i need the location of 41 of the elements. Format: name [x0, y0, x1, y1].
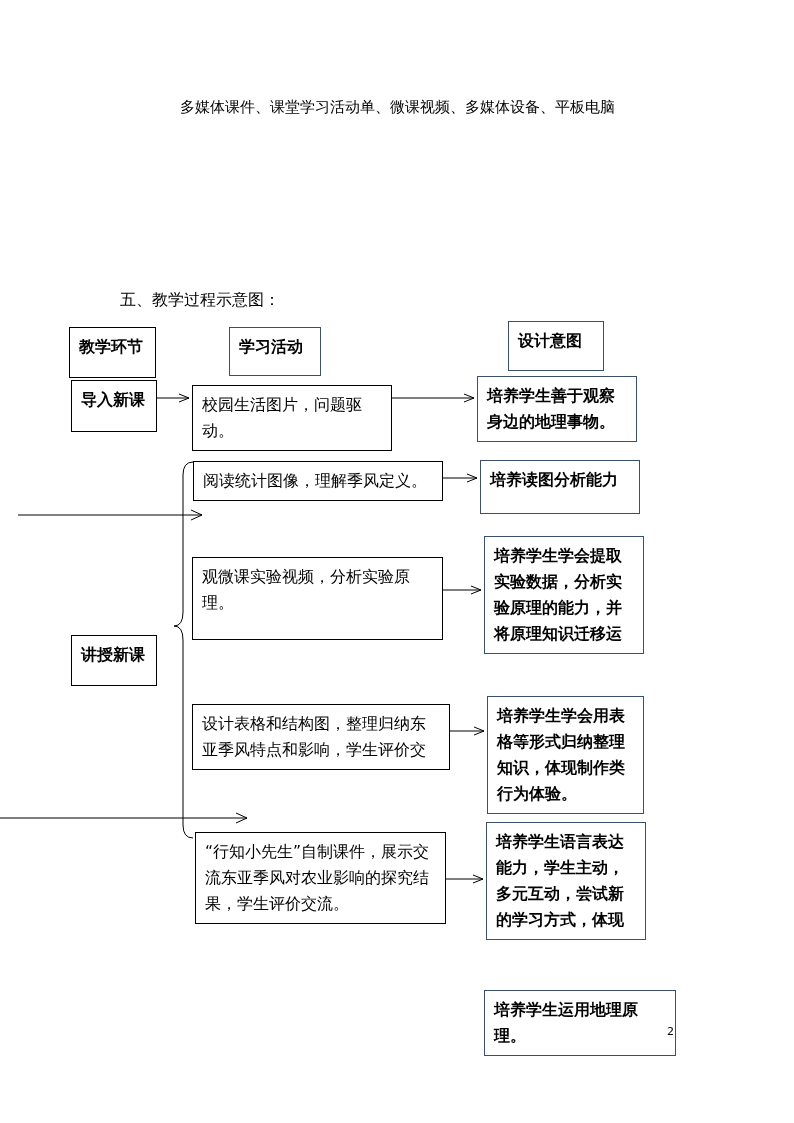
box-text: “行知小先生”自制课件，展示交流东亚季风对农业影响的探究结果，学生评价交流。	[205, 842, 431, 915]
section-title: 五、教学过程示意图：	[120, 290, 280, 311]
arrow	[449, 726, 485, 736]
box-text: 培养学生学会用表格等形式归纳整理知识，体现制作类行为体验。	[497, 706, 626, 805]
purpose-box	[484, 990, 676, 1056]
process-box	[192, 557, 443, 640]
process-box	[71, 635, 157, 686]
box-text: 学习活动	[239, 337, 304, 358]
process-box	[192, 385, 392, 451]
purpose-box	[484, 536, 644, 654]
process-box	[69, 327, 156, 378]
box-text: 培养学生善于观察身边的地理事物。	[487, 386, 616, 433]
box-text: 设计表格和结构图，整理归纳东亚季风特点和影响，学生评价交	[202, 714, 427, 761]
box-text: 培养学生语言表达能力，学生主动，多元互动，尝试新的学习方式，体现	[496, 832, 625, 931]
arrow	[391, 393, 475, 403]
process-box	[192, 704, 450, 770]
purpose-box	[508, 321, 604, 371]
arrow	[445, 874, 484, 884]
box-text: 讲授新课	[81, 645, 146, 666]
box-text: 培养读图分析能力	[490, 470, 619, 491]
box-text: 校园生活图片，问题驱动。	[202, 395, 363, 442]
purpose-box	[487, 696, 644, 814]
arrow	[442, 585, 482, 595]
process-box	[71, 380, 157, 432]
resource-list: 多媒体课件、课堂学习活动单、微课视频、多媒体设备、平板电脑	[179, 98, 615, 117]
box-text: 教学环节	[79, 337, 144, 358]
arrow	[442, 473, 478, 483]
box-text: 设计意图	[518, 331, 583, 352]
purpose-box	[477, 376, 637, 442]
box-text: 观微课实验视频，分析实验原理。	[202, 567, 411, 614]
purpose-box	[480, 460, 640, 514]
box-text: 导入新课	[81, 390, 146, 411]
box-text: 阅读统计图像，理解季风定义。	[203, 471, 428, 492]
arrow	[156, 393, 190, 403]
purpose-box	[229, 327, 321, 376]
box-text: 培养学生运用地理原理。	[494, 1000, 639, 1047]
box-text: 培养学生学会提取实验数据，分析实验原理的能力，并将原理知识迁移运	[494, 546, 623, 645]
purpose-box	[486, 822, 646, 940]
process-box	[195, 832, 446, 924]
page-number: 2	[667, 1025, 674, 1038]
process-box	[193, 461, 443, 501]
